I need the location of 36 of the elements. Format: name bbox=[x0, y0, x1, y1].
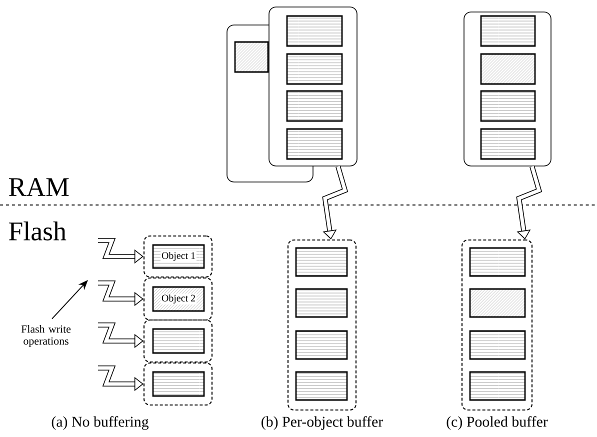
data-block bbox=[152, 328, 205, 354]
data-block bbox=[480, 90, 536, 122]
data-block bbox=[469, 288, 526, 318]
data-block bbox=[286, 128, 343, 160]
region-label: Flash bbox=[9, 222, 66, 240]
storage-frame bbox=[143, 362, 213, 406]
data-block bbox=[469, 247, 526, 277]
transfer-arrow bbox=[516, 166, 542, 240]
data-block bbox=[480, 53, 536, 85]
storage-frame bbox=[143, 277, 213, 321]
data-block: Object 1 bbox=[152, 244, 205, 269]
caption: (b) Per-object buffer bbox=[262, 416, 383, 430]
leader-line bbox=[52, 280, 88, 320]
transfer-arrow bbox=[322, 166, 348, 240]
data-block bbox=[295, 288, 348, 318]
data-block bbox=[295, 371, 348, 401]
caption: (c) Pooled buffer bbox=[446, 416, 548, 430]
region-label: RAM bbox=[9, 178, 69, 196]
data-block bbox=[286, 15, 343, 47]
storage-frame bbox=[143, 319, 213, 363]
data-block bbox=[286, 90, 343, 122]
caption: (a) No buffering bbox=[52, 416, 149, 430]
data-block bbox=[152, 371, 205, 397]
data-block bbox=[295, 247, 348, 277]
data-block bbox=[469, 330, 526, 360]
annotation-text: Flash write operations bbox=[21, 325, 71, 347]
storage-frame bbox=[287, 239, 357, 411]
data-block bbox=[295, 330, 348, 360]
data-block: Object 2 bbox=[152, 286, 205, 312]
storage-frame bbox=[461, 239, 533, 411]
data-block bbox=[480, 15, 536, 47]
data-block bbox=[469, 371, 526, 401]
data-block bbox=[480, 128, 536, 160]
data-block bbox=[234, 41, 269, 73]
data-block bbox=[286, 53, 343, 85]
storage-frame bbox=[143, 235, 213, 278]
